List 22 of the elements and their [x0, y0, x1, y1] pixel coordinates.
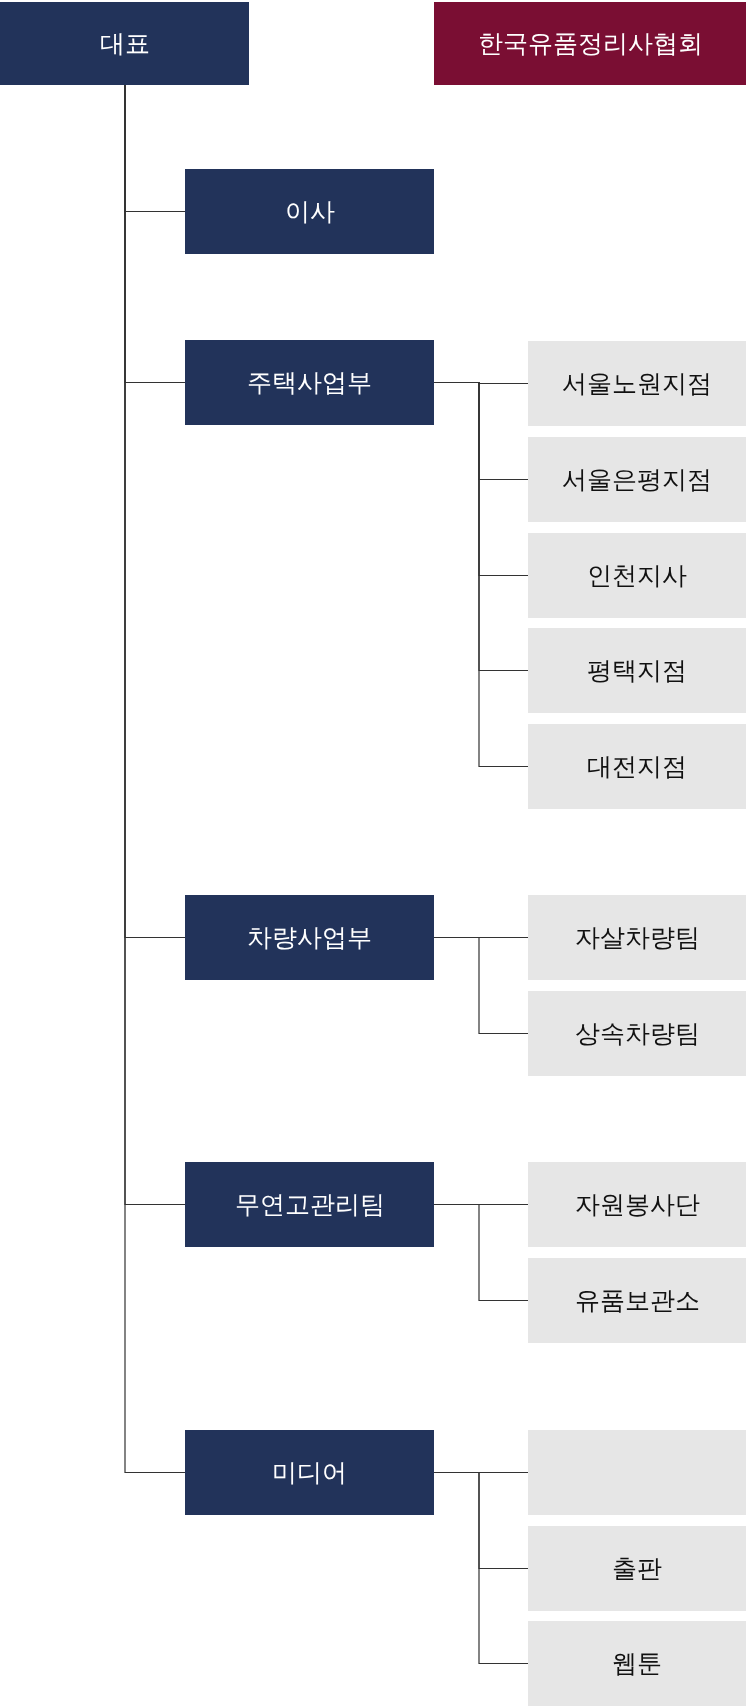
- team-box: 서울노원지점: [528, 341, 746, 426]
- connector-line: [433, 936, 529, 1035]
- team-box: 유품보관소: [528, 1258, 746, 1343]
- department-box: 차량사업부: [185, 895, 434, 980]
- team-box: 자살차량팀: [528, 895, 746, 980]
- team-box: 대전지점: [528, 724, 746, 809]
- team-box: 상속차량팀: [528, 991, 746, 1076]
- association-box: 한국유품정리사협회: [434, 2, 746, 85]
- department-box: 무연고관리팀: [185, 1162, 434, 1247]
- department-box: 이사: [185, 169, 434, 254]
- team-box: 출판: [528, 1526, 746, 1611]
- team-box: 자원봉사단: [528, 1162, 746, 1247]
- department-box: 주택사업부: [185, 340, 434, 425]
- team-box: 웹툰: [528, 1621, 746, 1706]
- department-box: 미디어: [185, 1430, 434, 1515]
- team-box: 서울은평지점: [528, 437, 746, 522]
- team-box: 인천지사: [528, 533, 746, 618]
- team-box: 평택지점: [528, 628, 746, 713]
- team-box: [528, 1430, 746, 1515]
- connector-line: [433, 1203, 529, 1302]
- connector-line: [433, 1471, 529, 1665]
- leader-box: 대표: [0, 2, 249, 85]
